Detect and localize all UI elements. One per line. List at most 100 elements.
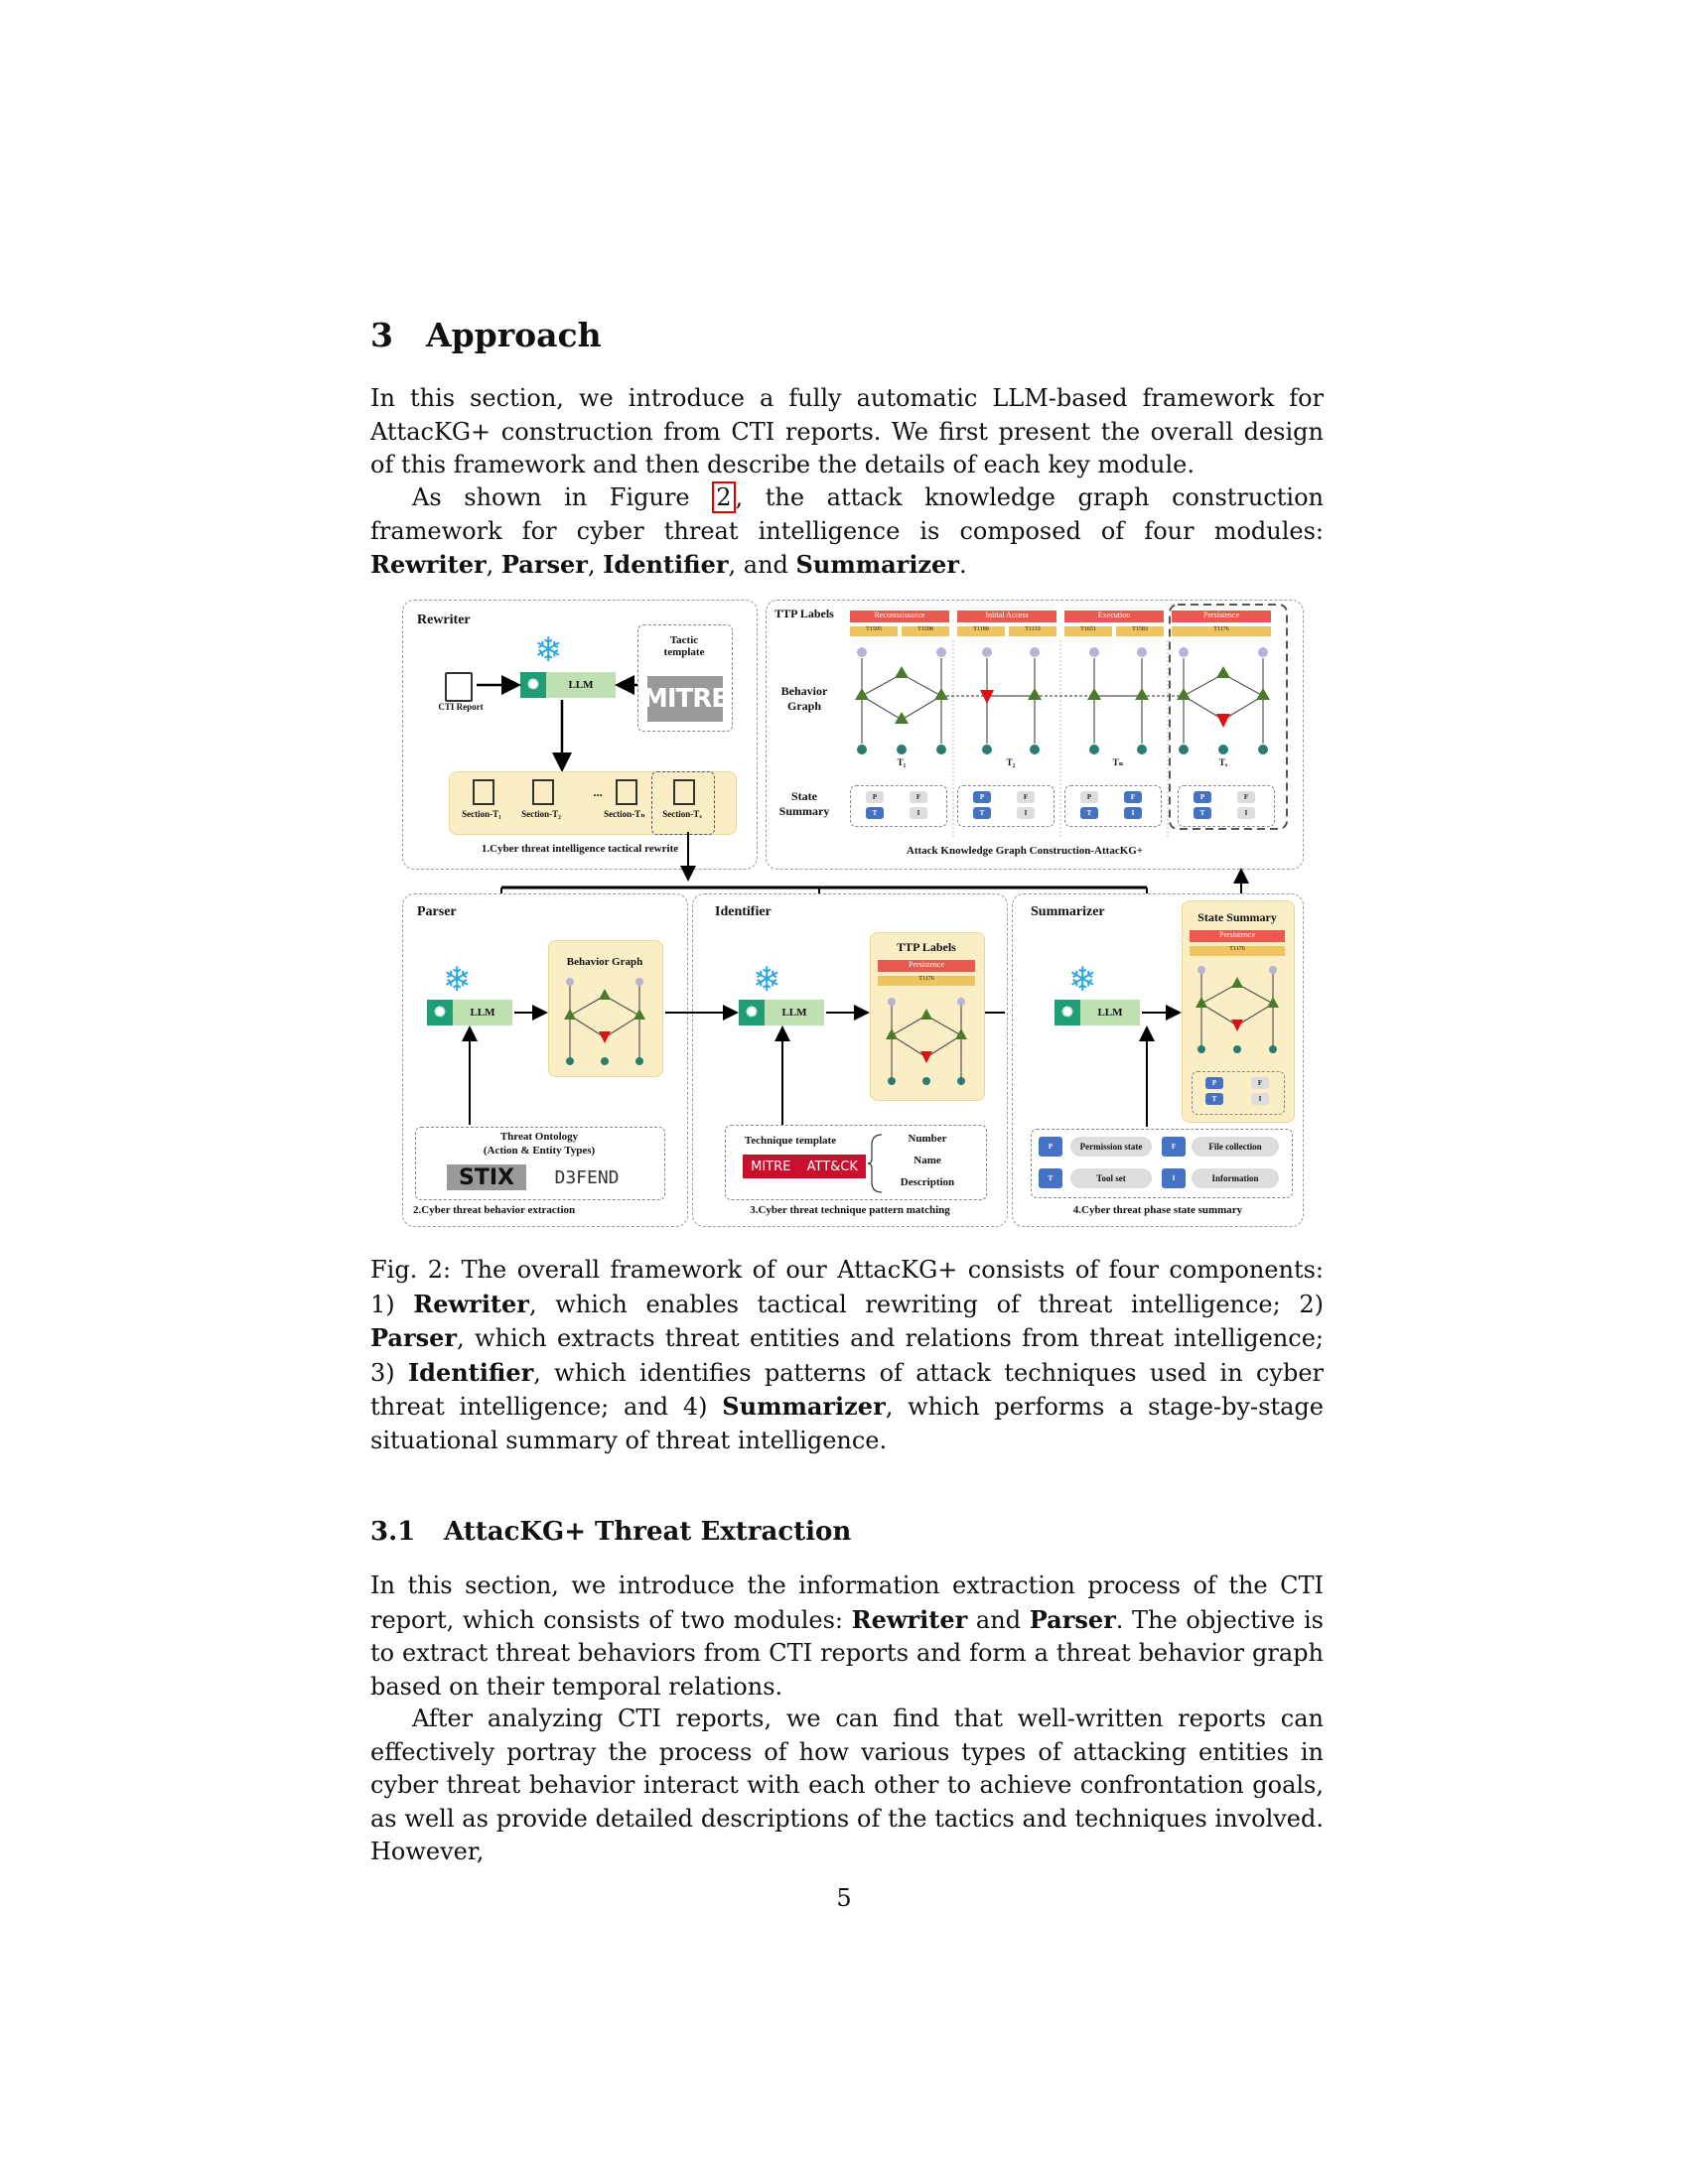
snowflake-icon: ❄ bbox=[534, 632, 563, 669]
behavior-graph-title: Behavior Graph bbox=[566, 956, 643, 968]
ttp-labels-row-label: TTP Labels bbox=[774, 607, 834, 620]
chip-p: P bbox=[1194, 791, 1211, 803]
caption-parser: Parser bbox=[370, 1323, 458, 1352]
body-rewriter: Rewriter bbox=[851, 1604, 968, 1634]
llm-label: LLM bbox=[781, 1007, 807, 1019]
llm-label: LLM bbox=[1097, 1007, 1123, 1019]
technique-tag: T1176 bbox=[1172, 626, 1271, 636]
text-span: . The objective is to extract threat beh… bbox=[370, 1605, 1325, 1701]
technique-tag: T1133 bbox=[1009, 626, 1056, 636]
stage-label: Tₙ bbox=[1112, 757, 1124, 767]
attack-text: ATT&CK bbox=[806, 1159, 858, 1174]
openai-icon: ✺ bbox=[427, 1000, 453, 1025]
behavior-graph-icon bbox=[886, 998, 967, 1085]
behavior-graph-row-label: Behavior Graph bbox=[780, 684, 828, 713]
chip-i: I bbox=[910, 807, 927, 819]
chip-i: I bbox=[1237, 807, 1255, 819]
text-span: , which extracts threat entities and rel… bbox=[370, 1324, 1324, 1387]
section-title-text: Approach bbox=[426, 316, 602, 354]
openai-icon: ✺ bbox=[1055, 1000, 1080, 1025]
caption-rewriter: Rewriter bbox=[413, 1289, 529, 1318]
section-tx-highlight bbox=[651, 771, 715, 835]
parser-panel: Parser ❄ ✺LLM Behavior Graph Threat Onto… bbox=[402, 893, 688, 1227]
legend-chip-i: I bbox=[1162, 1168, 1186, 1188]
state-box bbox=[850, 785, 947, 827]
section-doc-icon bbox=[673, 779, 695, 805]
rewriter-arrows bbox=[477, 675, 637, 772]
section-label: Section-Tₙ bbox=[604, 809, 645, 819]
tactic-tag: Persistence bbox=[1172, 611, 1271, 622]
legend-chip-p: P bbox=[1039, 1137, 1062, 1157]
chip-t: T bbox=[973, 807, 991, 819]
template-field: Description bbox=[900, 1176, 955, 1188]
summarizer-panel: Summarizer ❄ ✺LLM State Summary Persiste… bbox=[1012, 893, 1304, 1227]
state-summary-row-label: State Summary bbox=[778, 789, 830, 818]
threat-ontology-box bbox=[415, 1127, 665, 1200]
framework-figure: Rewriter CTI Report ❄ ✺ LLM Tactic templa… bbox=[402, 600, 1306, 1227]
technique-tag: T1651 bbox=[1064, 626, 1112, 636]
intro-paragraph-1: In this section, we introduce a fully au… bbox=[370, 384, 1324, 478]
text-span: , which identifies patterns of attack te… bbox=[370, 1358, 1324, 1422]
parser-llm: ✺ LLM bbox=[427, 1000, 512, 1025]
snowflake-icon: ❄ bbox=[753, 962, 781, 999]
chip-f: F bbox=[1124, 791, 1142, 803]
rewriter-title: Rewriter bbox=[417, 613, 471, 627]
text-span: As shown in Figure bbox=[412, 483, 713, 511]
tactic-tag: Reconnaissance bbox=[850, 611, 949, 622]
openai-icon: ✺ bbox=[520, 672, 546, 698]
cti-report-icon bbox=[445, 672, 473, 702]
text-span: , which enables tactical rewriting of th… bbox=[528, 1290, 1324, 1318]
section-label: Section-Tₓ bbox=[662, 809, 702, 819]
state-box bbox=[1064, 785, 1162, 827]
snowflake-icon: ❄ bbox=[443, 962, 472, 999]
caption-identifier: Identifier bbox=[407, 1357, 534, 1387]
section-label: Section-T₂ bbox=[521, 809, 561, 819]
page-number: 5 bbox=[836, 1884, 852, 1912]
snowflake-icon: ❄ bbox=[1068, 962, 1097, 999]
behavior-graph-box bbox=[548, 940, 663, 1077]
tactic-tag: Initial Access bbox=[957, 611, 1056, 622]
figure-ref-link[interactable]: 2 bbox=[712, 481, 736, 513]
section-doc-icon bbox=[473, 779, 494, 805]
text-span: and bbox=[967, 1605, 1030, 1634]
openai-icon: ✺ bbox=[739, 1000, 765, 1025]
legend-label: Information bbox=[1192, 1168, 1279, 1188]
chip-i: I bbox=[1124, 807, 1142, 819]
chip-p: P bbox=[973, 791, 991, 803]
chip-i: I bbox=[1017, 807, 1035, 819]
module-summarizer: Summarizer bbox=[795, 550, 959, 579]
summarizer-arrows bbox=[1139, 1005, 1182, 1127]
text-span: In this section, we introduce the inform… bbox=[370, 1571, 1324, 1634]
tactic-tag: Execution bbox=[1064, 611, 1164, 622]
behavior-graph-icon bbox=[1196, 966, 1279, 1053]
summarizer-title: Summarizer bbox=[1031, 904, 1105, 919]
module-rewriter: Rewriter bbox=[370, 550, 487, 579]
technique-tag: T1595 bbox=[850, 626, 898, 636]
chip-p: P bbox=[866, 791, 884, 803]
state-summary-title: State Summary bbox=[1197, 910, 1277, 924]
legend-label: Tool set bbox=[1070, 1168, 1152, 1188]
stage-label: T₁ bbox=[897, 757, 907, 767]
technique-tag: T1176 bbox=[1190, 946, 1285, 956]
technique-template-label: Technique template bbox=[744, 1135, 837, 1147]
section-doc-icon bbox=[616, 779, 637, 805]
intro-paragraph-2: As shown in Figure 2, the attack knowled… bbox=[370, 481, 1325, 579]
subsection-number: 3.1 bbox=[370, 1517, 416, 1547]
template-field: Number bbox=[908, 1133, 947, 1145]
parser-title: Parser bbox=[417, 904, 457, 919]
module-parser: Parser bbox=[500, 550, 588, 579]
tactic-template-label: Tactic template bbox=[663, 634, 705, 658]
body-parser: Parser bbox=[1029, 1604, 1116, 1634]
llm-label: LLM bbox=[470, 1007, 495, 1019]
chip-p: P bbox=[1080, 791, 1098, 803]
stage-label: Tₓ bbox=[1218, 757, 1228, 767]
cti-report-label: CTI Report bbox=[438, 702, 484, 712]
ellipsis: ... bbox=[593, 785, 603, 799]
stix-logo: STIX bbox=[447, 1164, 526, 1190]
tactic-template-box bbox=[637, 624, 733, 732]
state-box bbox=[1192, 1071, 1285, 1115]
chip-f: F bbox=[910, 791, 927, 803]
chip-i: I bbox=[1251, 1093, 1269, 1105]
